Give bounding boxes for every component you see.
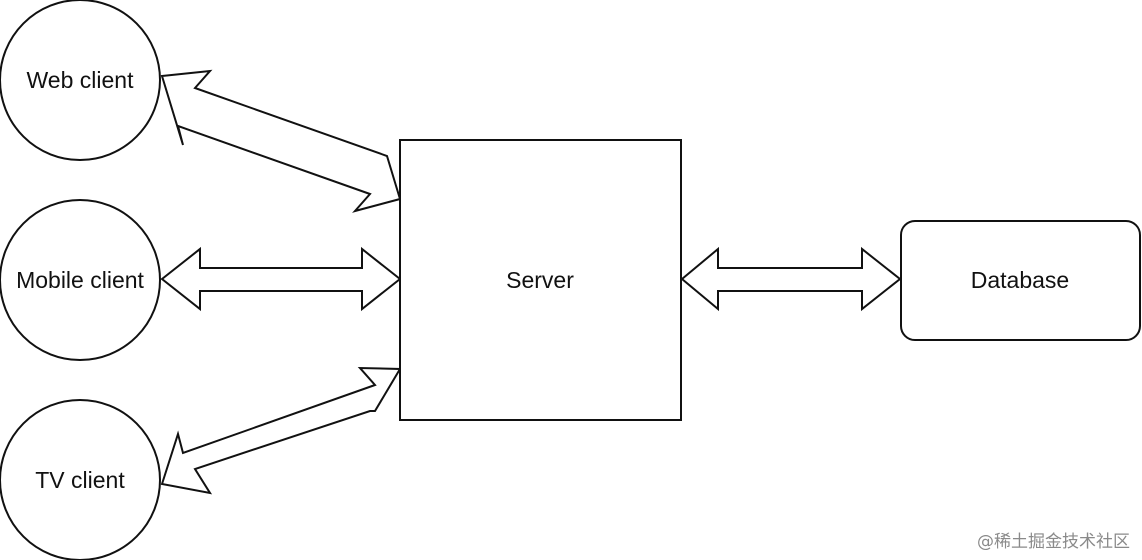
mobile-client-node xyxy=(0,199,161,361)
tv-client-node xyxy=(0,399,161,560)
web-client-label: Web client xyxy=(27,67,135,93)
arrow-server-database xyxy=(680,246,902,312)
arrow-web-server xyxy=(160,69,402,213)
database-node xyxy=(900,220,1141,341)
server-label: Server xyxy=(506,267,574,293)
tv-client-label: TV client xyxy=(35,467,125,493)
watermark: @稀土掘金技术社区 xyxy=(977,532,1130,552)
database-label: Database xyxy=(971,267,1069,293)
arrow-tv-server xyxy=(160,366,402,495)
server-node xyxy=(399,139,682,421)
web-client-node xyxy=(0,0,161,161)
arrow-mobile-server xyxy=(160,246,402,312)
mobile-client-label: Mobile client xyxy=(16,267,144,293)
